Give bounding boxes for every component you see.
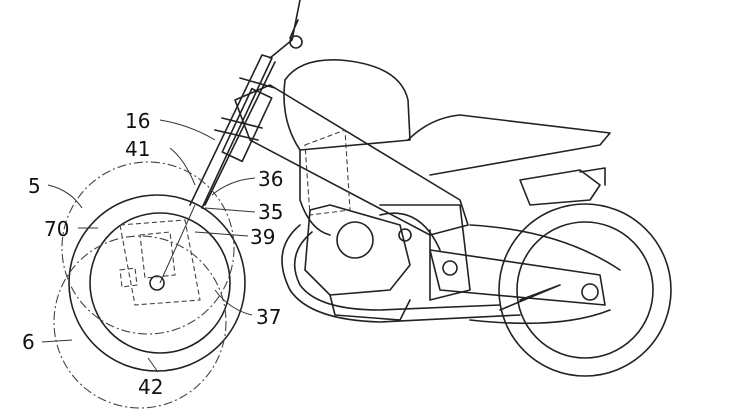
leader-lines: [41, 119, 256, 373]
label-39: 39: [250, 225, 275, 249]
front-fork: [189, 0, 303, 209]
front-wheel: [53, 161, 246, 409]
label-16: 16: [125, 109, 150, 133]
label-42: 42: [138, 375, 163, 399]
swingarm: [429, 224, 621, 325]
label-35: 35: [258, 200, 283, 224]
seat-tail: [407, 114, 611, 206]
rear-wheel: [498, 203, 672, 377]
label-37: 37: [256, 305, 281, 329]
label-36: 36: [258, 167, 283, 191]
main-frame: [234, 84, 471, 301]
engine: [304, 204, 411, 321]
label-70: 70: [44, 217, 69, 241]
fuel-tank: [283, 59, 411, 151]
exhaust: [281, 224, 521, 323]
label-5: 5: [28, 174, 41, 198]
label-41: 41: [125, 137, 150, 161]
label-6: 6: [22, 330, 35, 354]
